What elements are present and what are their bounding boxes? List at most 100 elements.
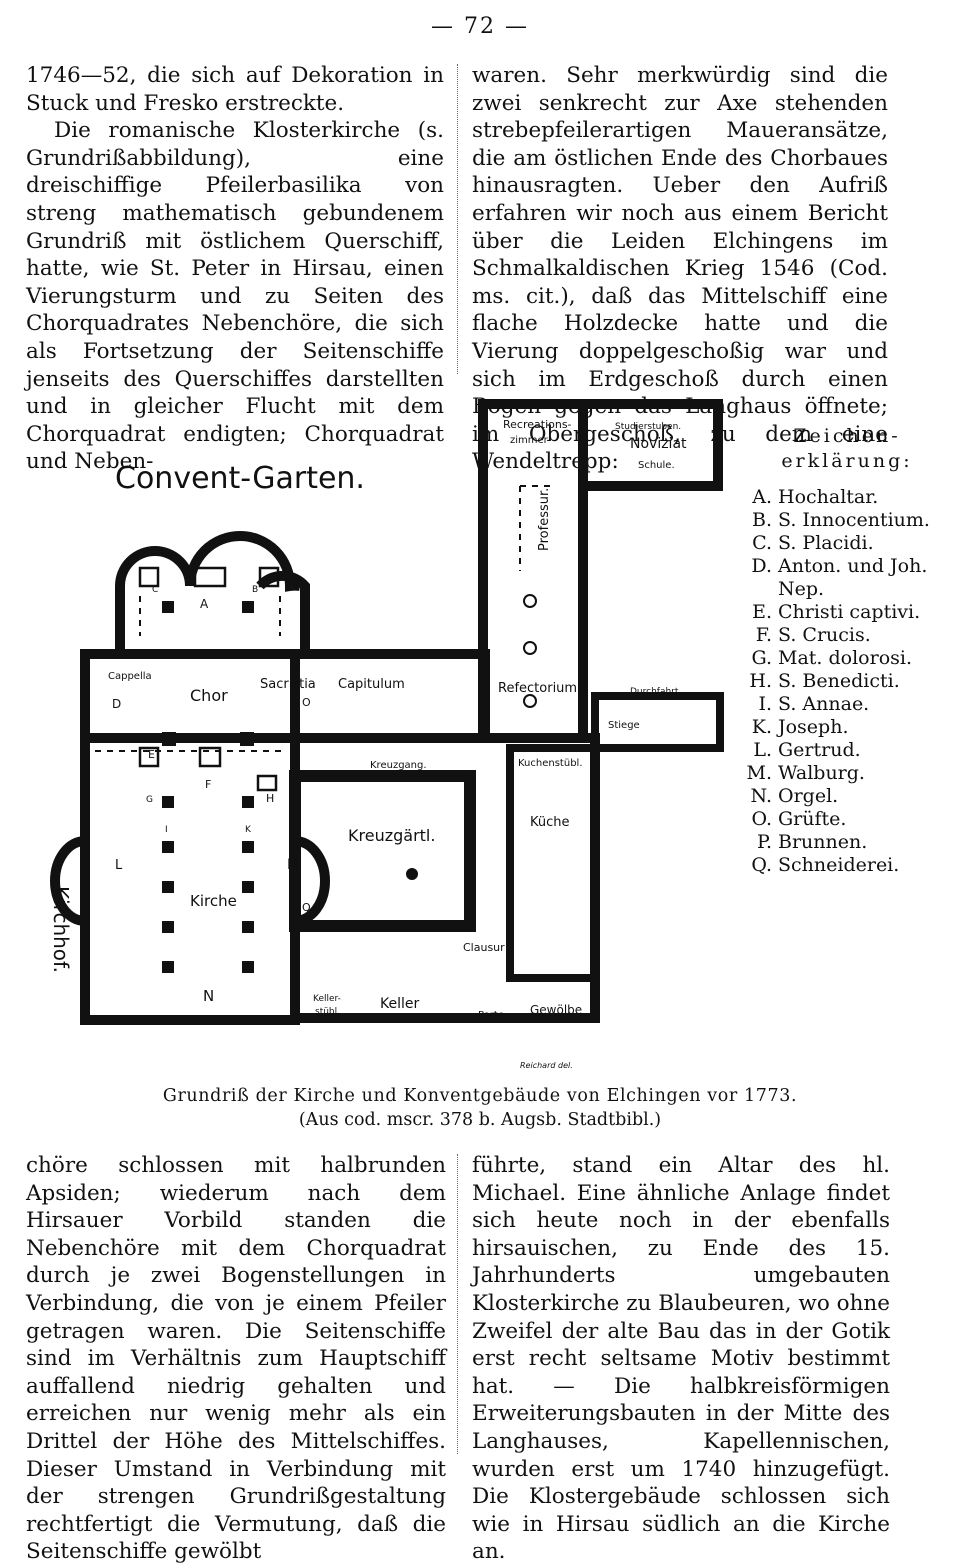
page-number: — 72 — <box>431 14 529 39</box>
legend-value: Christi captivi. <box>778 601 921 623</box>
niche-M <box>294 836 330 926</box>
label-professur: Professur. <box>537 488 552 551</box>
letter-H: H <box>266 792 274 805</box>
letter-D: D <box>112 697 121 711</box>
legend: Zeichen-erklärung: A. Hochaltar. B. S. Inno… <box>742 424 952 877</box>
legend-key: N. <box>750 785 772 807</box>
choir-range-wall <box>80 649 490 743</box>
legend-value: Mat. dolorosi. <box>778 647 913 669</box>
legend-item: C. S. Placidi. <box>742 532 952 555</box>
legend-value: Schneiderei. <box>778 854 900 876</box>
apse-wall-right <box>256 570 310 654</box>
legend-key: L. <box>753 739 772 761</box>
legend-key: Q. <box>751 854 772 876</box>
legend-item: I. S. Annae. <box>742 693 952 716</box>
text-column-top-left: 1746—52, die sich auf Dekoration in Stuc… <box>26 62 444 476</box>
legend-key: O. <box>751 808 772 830</box>
legend-key: G. <box>751 647 772 669</box>
label-durchfahrt: Durchfahrt. <box>630 687 681 697</box>
legend-key: K. <box>751 716 772 738</box>
label-kellerstubl-2: stübl. <box>315 1007 340 1017</box>
legend-key: I. <box>758 693 772 715</box>
legend-value: S. Innocentium. <box>778 509 930 531</box>
label-clausur: Clausur <box>463 941 505 954</box>
legend-key: B. <box>751 509 772 531</box>
letter-G: G <box>146 795 153 805</box>
letter-L: L <box>115 858 123 873</box>
label-schule: Schule. <box>638 460 675 471</box>
paragraph: chöre schlossen mit halbrunden Apsiden; … <box>26 1153 446 1565</box>
legend-item: L.Gertrud. <box>742 739 952 762</box>
column-divider <box>457 1154 458 1454</box>
column-divider <box>457 64 458 374</box>
label-recreations: Recreations- <box>503 418 572 431</box>
letter-E: E <box>148 748 155 761</box>
legend-key: A. <box>752 486 772 508</box>
label-kreuzgartl: Kreuzgärtl. <box>348 826 435 845</box>
legend-key: E. <box>752 601 772 623</box>
label-kreuzgang: Kreuzgang. <box>370 760 427 771</box>
paragraph: Die romanische Klosterkirche (s. Grundri… <box>26 118 444 475</box>
legend-value: S. Annae. <box>778 693 870 715</box>
legend-value: Walburg. <box>778 762 865 784</box>
label-kellerstubl: Keller- <box>313 994 341 1004</box>
legend-item: P. Brunnen. <box>742 831 952 854</box>
letter-I: I <box>165 825 168 835</box>
caption-line-2: (Aus cod. mscr. 378 b. Augsb. Stadtbibl.… <box>298 1110 662 1130</box>
letter-O: O <box>302 696 311 709</box>
label-gewolbe: Gewölbe <box>530 1003 582 1017</box>
legend-value: Anton. und Joh. Nep. <box>778 555 928 600</box>
label-refectorium: Refectorium. <box>498 681 581 696</box>
legend-key: F. <box>755 624 772 646</box>
legend-title: Zeichen-erklärung: <box>781 425 913 472</box>
floor-plan: Convent-Garten. Kirchhof. Recreations- z… <box>49 399 724 1070</box>
legend-key: M. <box>746 762 773 784</box>
letter-M: M <box>287 857 299 873</box>
noviziat-wall <box>578 399 723 491</box>
legend-item: Q. Schneiderei. <box>742 854 952 877</box>
legend-key: P. <box>757 831 772 853</box>
paragraph: führte, stand ein Altar des hl. Michael.… <box>472 1153 890 1565</box>
legend-item: A. Hochaltar. <box>742 486 952 509</box>
legend-item: F. S. Crucis. <box>742 624 952 647</box>
text-column-bottom-left: chöre schlossen mit halbrunden Apsiden; … <box>26 1152 446 1566</box>
legend-key: H. <box>749 670 772 692</box>
letter-K: K <box>245 825 252 835</box>
paragraph: 1746—52, die sich auf Dekoration in Stuc… <box>26 63 444 116</box>
legend-value: Brunnen. <box>778 831 868 853</box>
niche-L <box>50 836 86 926</box>
letter-A: A <box>200 597 209 611</box>
label-cappella: Cappella <box>108 671 152 682</box>
legend-value: Grüfte. <box>778 808 847 830</box>
legend-value: Orgel. <box>778 785 839 807</box>
label-studierstuben: Studierstuben. <box>615 422 681 432</box>
label-chor: Chor <box>190 686 228 705</box>
letter-F: F <box>205 778 211 791</box>
label-kirche: Kirche <box>190 892 237 910</box>
legend-item: G. Mat. dolorosi. <box>742 647 952 670</box>
caption-line-1: Grundriß der Kirche und Konventgebäude v… <box>162 1086 798 1106</box>
label-signature: Reichard del. <box>520 1061 573 1070</box>
letter-B: B <box>252 585 258 595</box>
legend-value: S. Benedicti. <box>778 670 900 692</box>
text-column-top-right: waren. Sehr merkwürdig sind die zwei sen… <box>472 62 888 476</box>
legend-item: D. Anton. und Joh. Nep. <box>742 555 952 601</box>
label-kuche: Küche <box>530 815 570 830</box>
legend-item: K. Joseph. <box>742 716 952 739</box>
passage-wall <box>591 692 724 752</box>
legend-value: Hochaltar. <box>778 486 879 508</box>
label-keller: Keller <box>380 996 419 1012</box>
legend-key: C. <box>752 532 772 554</box>
legend-value: S. Crucis. <box>778 624 871 646</box>
legend-item: H. S. Benedicti. <box>742 670 952 693</box>
kitchen-wall <box>506 744 599 982</box>
legend-key: D. <box>751 555 772 577</box>
legend-value: Joseph. <box>778 716 849 738</box>
legend-value: S. Placidi. <box>778 532 874 554</box>
label-capitulum: Capitulum <box>338 677 405 692</box>
plan-labels: Convent-Garten. Kirchhof. Recreations- z… <box>49 418 687 1070</box>
legend-list: A. Hochaltar. B. S. Innocentium. C. S. Placid… <box>742 486 952 877</box>
apse-wall <box>115 531 301 654</box>
label-noviziat: Noviziat <box>630 436 687 452</box>
label-recreations-2: zimmer <box>510 435 549 446</box>
